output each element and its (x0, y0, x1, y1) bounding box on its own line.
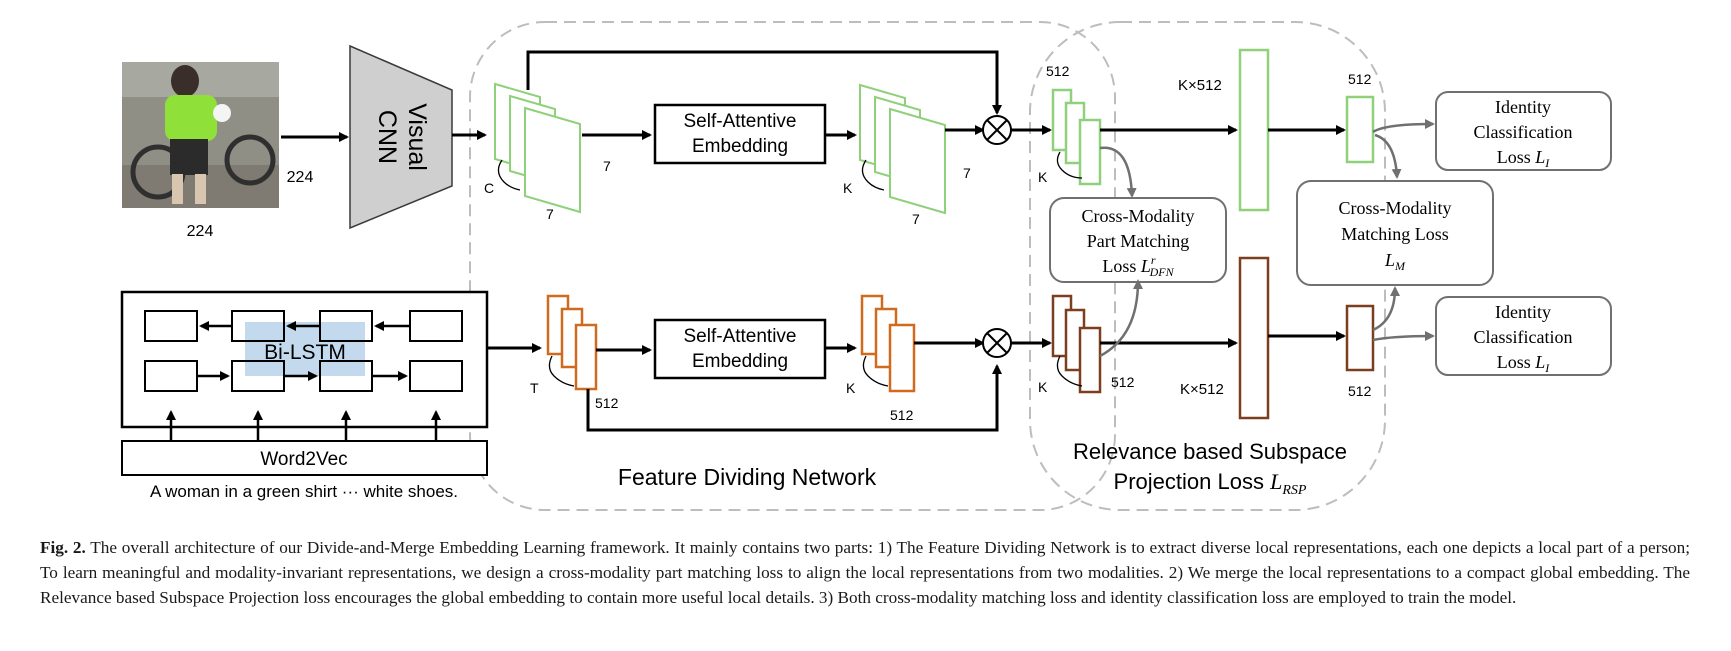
multiply-op-bottom (982, 328, 1012, 358)
dim-k-bottom: K (846, 380, 856, 396)
dim-512-top-local: 512 (1046, 63, 1070, 79)
arrow-local-to-cmpm-bottom (1099, 279, 1143, 358)
identity-loss-top (1435, 91, 1612, 171)
dim-7-top-right-w: 7 (912, 211, 920, 227)
brace-k-top (861, 159, 885, 191)
skip-connection-top (526, 50, 1002, 115)
sae-bottom-line1: Self-Attentive (684, 326, 797, 347)
dim-c: C (484, 180, 494, 196)
idc-top-line2: Classification (1474, 122, 1573, 142)
visual-global-embedding (1345, 95, 1375, 164)
visual-cnn-block (349, 44, 453, 230)
dim-k-top-local: K (1038, 169, 1048, 185)
idc-top-line3: Loss LI (1497, 147, 1551, 170)
dim-512-bottom-mid: 512 (890, 407, 914, 423)
word2vec-up-arrows (166, 410, 441, 441)
visual-part-maps (859, 83, 946, 215)
sae-bottom-line2: Embedding (692, 351, 788, 372)
feature-dividing-network-region (469, 21, 1116, 511)
caption-text: The overall architecture of our Divide-a… (40, 538, 1690, 607)
dim-k512-bottom: K×512 (1180, 381, 1224, 398)
sae-top-line1: Self-Attentive (684, 111, 797, 132)
cmm-line1: Cross-Modality (1338, 198, 1451, 218)
feature-dividing-network-label: Feature Dividing Network (618, 464, 877, 490)
visual-feature-maps (494, 82, 581, 214)
visual-cnn-label-line2: CNN (373, 110, 401, 164)
rsp-label-line1: Relevance based Subspace (1073, 439, 1347, 464)
sae-top-line2: Embedding (692, 136, 788, 157)
dim-512-top-embed: 512 (1348, 71, 1372, 87)
input-height-label: 224 (287, 169, 314, 186)
person-image (122, 62, 279, 208)
word2vec-label: Word2Vec (260, 449, 347, 470)
visual-concat-feature (1238, 48, 1270, 212)
textual-part-maps (860, 294, 916, 393)
input-width-label: 224 (187, 223, 214, 240)
arrow-embed-to-cmm-top (1374, 133, 1402, 179)
brace-k-bottom-local (1056, 355, 1083, 387)
figure-caption: Fig. 2. The overall architecture of our … (40, 535, 1690, 610)
arrow-embed-to-idloss-top (1372, 119, 1435, 134)
dim-512-bottom-embed: 512 (1348, 383, 1372, 399)
idc-top-line1: Identity (1495, 97, 1551, 117)
arrow-embed-to-cmm-bottom (1372, 286, 1400, 332)
visual-local-features (1051, 88, 1102, 186)
dim-k-bottom-local: K (1038, 379, 1048, 395)
textual-word-features (546, 294, 598, 391)
arrow-embed-to-idloss-bottom (1372, 331, 1435, 342)
visual-cnn-label-line1: Visual (403, 103, 431, 171)
textual-concat-feature (1238, 256, 1270, 420)
dim-7-top-right-h: 7 (963, 165, 971, 181)
word2vec-block (121, 440, 488, 476)
bilstm-highlight (245, 322, 365, 376)
brace-k-bottom (862, 355, 889, 387)
dim-512-bottom-local: 512 (1111, 374, 1135, 390)
brace-k-top-local (1056, 151, 1083, 179)
dim-7-top-left-w: 7 (546, 206, 554, 222)
dim-k512-top: K×512 (1178, 77, 1222, 94)
cmm-line3: LM (1384, 250, 1406, 273)
dim-t: T (530, 380, 539, 396)
architecture-diagram: 224 224 Visual CNN C 7 7 Self-Attentive … (120, 21, 1612, 511)
idc-bottom-line1: Identity (1495, 302, 1551, 322)
idc-bottom-line3: Loss LI (1497, 352, 1551, 375)
rsp-label-line2: Projection Loss LRSP (1114, 469, 1307, 498)
bilstm-container (120, 290, 489, 429)
self-attentive-embedding-top (653, 103, 827, 165)
input-sentence: A woman in a green shirt ··· white shoes… (150, 482, 458, 501)
dim-7-top-left-h: 7 (603, 158, 611, 174)
cross-modality-matching-loss (1296, 180, 1494, 286)
idc-bottom-line2: Classification (1474, 327, 1573, 347)
rsp-loss-region (1029, 21, 1386, 511)
caption-label: Fig. 2. (40, 538, 86, 557)
multiply-op-top (982, 115, 1012, 145)
dim-k-top: K (843, 180, 853, 196)
textual-local-features (1051, 294, 1102, 394)
bilstm-label: Bi-LSTM (264, 341, 346, 364)
cmpm-line2: Part Matching (1087, 231, 1189, 251)
dim-512-bottom-left: 512 (595, 395, 619, 411)
identity-loss-bottom (1435, 296, 1612, 376)
cmpm-line1: Cross-Modality (1081, 206, 1194, 226)
skip-connection-bottom (586, 364, 1002, 432)
textual-global-embedding (1345, 304, 1375, 372)
arrow-local-to-cmpm-top (1099, 146, 1137, 198)
brace-t (548, 355, 575, 387)
brace-c (497, 159, 521, 191)
cmm-line2: Matching Loss (1341, 224, 1449, 244)
